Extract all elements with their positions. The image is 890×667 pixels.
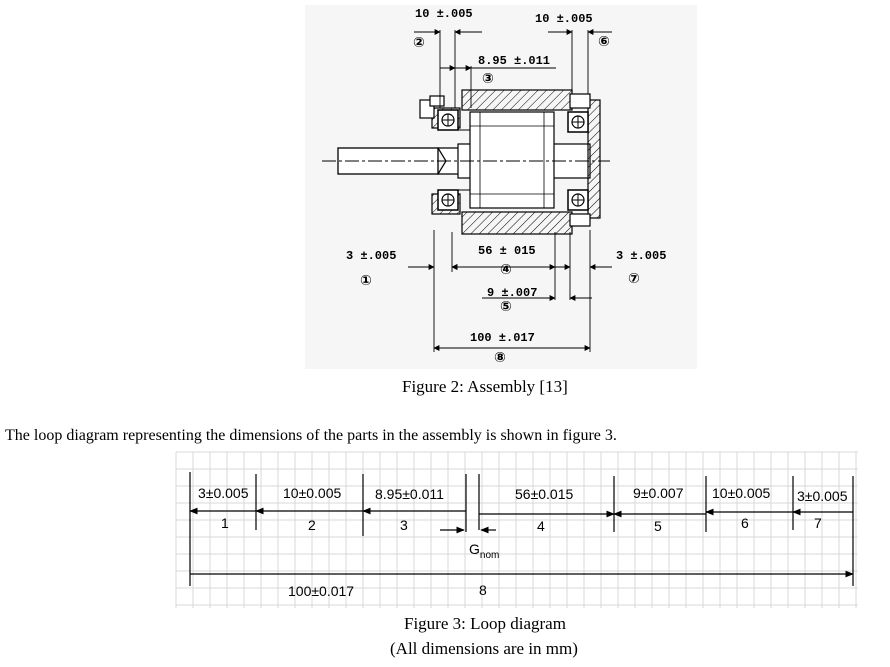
dim-8-label: 100 ±.017 — [470, 331, 535, 345]
dim-3-number: ③ — [482, 70, 494, 86]
body-paragraph: The loop diagram representing the dimens… — [5, 427, 617, 444]
segment-5-label: 9±0.007 — [633, 485, 684, 501]
dim-6-label: 10 ±.005 — [535, 12, 593, 26]
dim-4-label: 56 ± 015 — [478, 244, 536, 258]
segment-1-number: 1 — [221, 515, 229, 531]
dim-2-label: 10 ±.005 — [415, 7, 473, 21]
bearing-left-bottom — [437, 189, 459, 211]
dim-4-number: ④ — [500, 261, 512, 277]
bearing-left-top — [437, 109, 459, 131]
segment-3-label: 8.95±0.011 — [375, 486, 444, 502]
dim-7-number: ⑦ — [628, 270, 640, 286]
bearing-right-bottom — [567, 189, 589, 211]
figure3-note: (All dimensions are in mm) — [390, 639, 578, 658]
gap-label-main: G — [469, 541, 480, 557]
figure2-caption: Figure 2: Assembly [13] — [402, 377, 568, 396]
dim-1-label: 3 ±.005 — [346, 249, 397, 263]
dim-5-number: ⑤ — [500, 298, 512, 314]
total-number: 8 — [479, 582, 487, 598]
dim-5-label: 9 ±.007 — [487, 286, 538, 300]
gap-label-sub: nom — [479, 549, 500, 561]
figure3-caption: Figure 3: Loop diagram — [404, 614, 566, 633]
segment-3-number: 3 — [400, 517, 408, 533]
dim-2-number: ② — [413, 34, 425, 50]
dim-6-number: ⑥ — [598, 33, 610, 49]
segment-7-number: 7 — [814, 515, 822, 531]
segment-4-number: 4 — [537, 518, 545, 534]
dim-1-number: ① — [360, 272, 372, 288]
segment-2-label: 10±0.005 — [283, 485, 342, 501]
assembly-drawing — [305, 5, 697, 369]
segment-6-number: 6 — [741, 515, 749, 531]
gap-label: Gnom — [469, 541, 499, 561]
segment-4-label: 56±0.015 — [515, 486, 574, 502]
loop-grid — [175, 451, 858, 608]
total-label: 100±0.017 — [288, 583, 355, 599]
segment-2-number: 2 — [308, 517, 316, 533]
segment-1-label: 3±0.005 — [198, 485, 249, 501]
dim-3-label: 8.95 ±.011 — [478, 54, 551, 68]
segment-5-number: 5 — [654, 518, 662, 534]
dim-7-label: 3 ±.005 — [616, 249, 667, 263]
dim-8-number: ⑧ — [494, 349, 506, 365]
segment-6-label: 10±0.005 — [712, 485, 771, 501]
rotor — [469, 111, 555, 209]
segment-7-label: 3±0.005 — [797, 488, 848, 504]
end-plate — [587, 99, 601, 219]
bearing-right-top — [567, 111, 589, 133]
